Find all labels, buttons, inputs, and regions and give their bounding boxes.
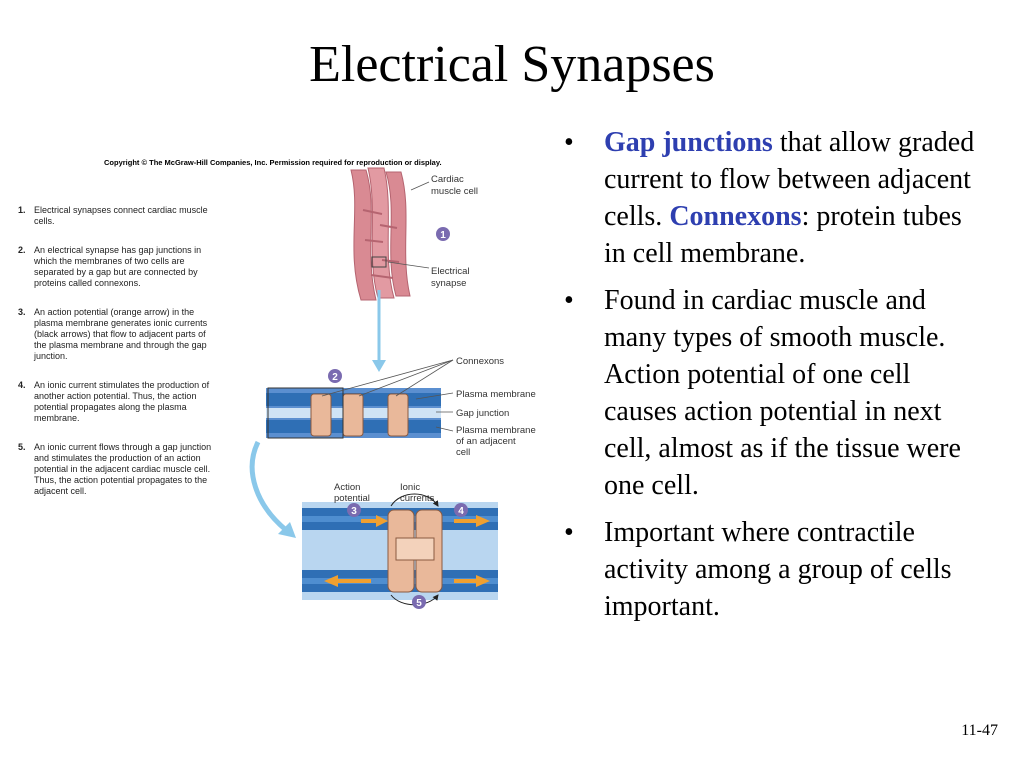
label-ionic-currents: Ionic	[400, 482, 420, 493]
label-ionic-currents: currents	[400, 493, 435, 504]
label-action-potential: potential	[334, 493, 370, 504]
label-electrical-synapse: Electrical	[431, 266, 470, 277]
label-plasma-membrane-adjacent: of an adjacent	[456, 436, 516, 447]
label-cardiac-muscle-cell: Cardiac	[431, 174, 464, 185]
figure-steps: 1. Electrical synapses connect cardiac mu…	[16, 205, 216, 497]
figure-step-4: 4. An ionic current stimulates the produc…	[16, 380, 216, 424]
step-badge-4	[454, 503, 468, 517]
action-potential-arrow-icon	[476, 575, 490, 587]
figure-step-3: 3. An action potential (orange arrow) in …	[16, 307, 216, 362]
ionic-current-arrow-icon	[390, 493, 439, 507]
step-number: 4.	[18, 380, 26, 390]
step-text: An electrical synapse has gap junctions …	[34, 245, 202, 288]
figure-step-1: 1. Electrical synapses connect cardiac mu…	[16, 205, 216, 227]
bullet-item-contractile-activity: • Important where contractile activity a…	[560, 514, 980, 625]
term-gap-junctions: Gap junctions	[604, 127, 773, 158]
figure-step-5: 5. An ionic current flows through a gap j…	[16, 442, 216, 497]
step-badge-1	[436, 227, 450, 241]
step-badge-label: 1	[440, 230, 446, 241]
enlarged-gap-junction	[302, 502, 498, 600]
slide-title: Electrical Synapses	[309, 36, 715, 93]
page-number: 11-47	[961, 722, 998, 739]
step-number: 2.	[18, 245, 26, 255]
label-electrical-synapse: synapse	[431, 278, 466, 289]
arrow-down-icon	[372, 360, 386, 372]
step-number: 3.	[18, 307, 26, 317]
bullet-text: Found in cardiac muscle and many types o…	[604, 285, 961, 501]
label-plasma-membrane: Plasma membrane	[456, 389, 536, 400]
bullet-item-gap-junctions: • Gap junctions that allow graded curren…	[560, 124, 980, 272]
gap-junction-detail	[266, 387, 441, 439]
action-potential-arrow-icon	[324, 575, 338, 587]
label-cardiac-muscle-cell: muscle cell	[431, 186, 478, 197]
curved-arrow-icon	[278, 522, 296, 538]
step-badge-label: 5	[416, 598, 422, 609]
step-badge-3	[347, 503, 361, 517]
step-number: 1.	[18, 205, 26, 215]
step-badge-label: 4	[458, 506, 464, 517]
step-text: Electrical synapses connect cardiac musc…	[34, 205, 208, 226]
cardiac-muscle-cells	[350, 167, 411, 301]
electrical-synapse-figure: Cardiac muscle cell Electrical synapse 1…	[16, 150, 536, 610]
label-plasma-membrane-adjacent: Plasma membrane	[456, 425, 536, 436]
step-badge-2	[328, 369, 342, 383]
bullet-list: • Gap junctions that allow graded curren…	[560, 124, 980, 635]
figure-step-2: 2. An electrical synapse has gap junction…	[16, 245, 216, 289]
figure-illustration: Cardiac muscle cell Electrical synapse 1…	[249, 167, 536, 609]
bullet-text: : protein tubes in cell membrane.	[604, 201, 962, 269]
step-number: 5.	[18, 442, 26, 452]
step-badge-label: 3	[351, 506, 357, 517]
label-plasma-membrane-adjacent: cell	[456, 447, 470, 458]
bullet-symbol: •	[564, 285, 574, 316]
bullet-symbol: •	[564, 517, 574, 548]
label-action-potential: Action	[334, 482, 360, 493]
step-text: An ionic current stimulates the producti…	[34, 380, 210, 423]
bullet-text: Important where contractile activity amo…	[604, 517, 952, 622]
step-text: An ionic current flows through a gap jun…	[34, 442, 212, 496]
action-potential-arrow-icon	[376, 515, 388, 527]
action-potential-arrow-icon	[476, 515, 490, 527]
label-gap-junction: Gap junction	[456, 408, 509, 419]
figure-copyright: Copyright © The McGraw-Hill Companies, I…	[104, 158, 442, 167]
step-badge-label: 2	[332, 372, 338, 383]
label-connexons: Connexons	[456, 356, 504, 367]
step-text: An action potential (orange arrow) in th…	[34, 307, 208, 361]
term-connexons: Connexons	[669, 201, 802, 232]
bullet-item-cardiac-muscle: • Found in cardiac muscle and many types…	[560, 282, 980, 504]
bullet-symbol: •	[564, 127, 574, 158]
bullet-text: that allow graded current to flow betwee…	[604, 127, 975, 232]
step-badge-5	[412, 595, 426, 609]
